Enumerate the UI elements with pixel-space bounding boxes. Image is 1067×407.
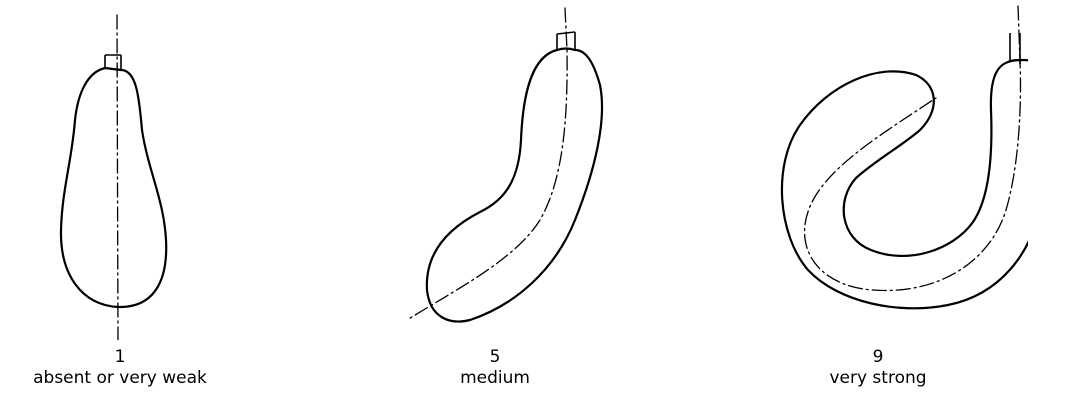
figure-note: 9 — [728, 347, 1028, 367]
fruit-outline — [61, 68, 166, 307]
fruit-curved-svg — [345, 0, 645, 340]
fruit-drawing-coiled — [728, 0, 1028, 340]
fruit-outline — [427, 49, 602, 322]
fruit-outline — [782, 60, 1028, 308]
fruit-axis — [805, 6, 1021, 290]
figure-label: very strong — [728, 368, 1028, 388]
figure-note: 1 — [0, 347, 270, 367]
figure-note: 5 — [345, 347, 645, 367]
figure-absent-or-very-weak: 1 absent or very weak — [0, 0, 270, 407]
fruit-coiled-svg — [728, 0, 1028, 340]
fruit-straight-svg — [0, 0, 270, 340]
figure-very-strong: 9 very strong — [728, 0, 1028, 407]
figure-label: medium — [345, 368, 645, 388]
fruit-drawing-curved — [345, 0, 645, 340]
figure-label: absent or very weak — [0, 368, 270, 388]
fruit-drawing-straight — [0, 0, 270, 340]
figure-medium: 5 medium — [345, 0, 645, 407]
fruit-axis — [117, 15, 118, 340]
